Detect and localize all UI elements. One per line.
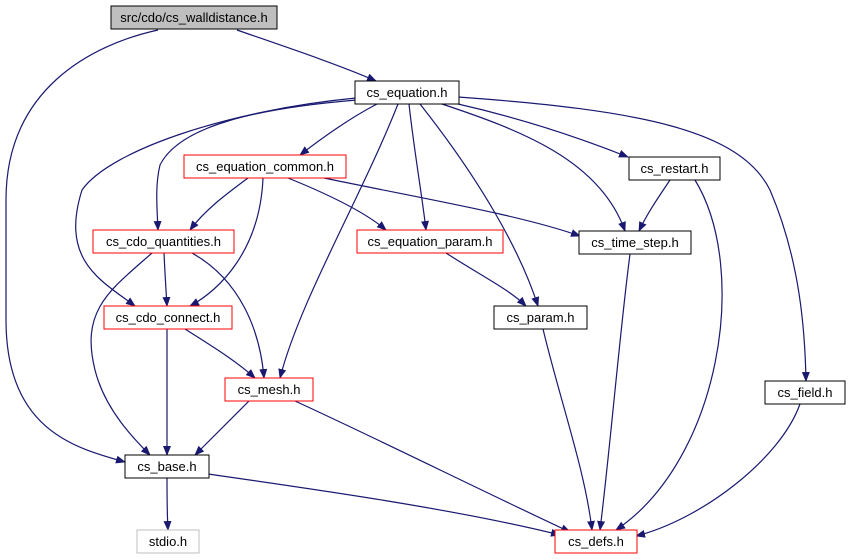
edge-eq_param-to-param (445, 252, 527, 307)
edge-equation-to-field (457, 96, 810, 382)
node-box (356, 229, 504, 254)
dependency-nodes: src/cdo/cs_walldistance.h cs_equation.hcs… (92, 5, 846, 554)
node-label: cs_equation_common.h (196, 159, 334, 174)
node-box (136, 529, 200, 554)
node-eq-param[interactable]: cs_equation_param.h (356, 229, 504, 254)
edge-root-to-base (5, 29, 159, 464)
node-eq-common[interactable]: cs_equation_common.h (183, 154, 347, 179)
node-box (493, 305, 588, 330)
node-label: cs_restart.h (641, 161, 709, 176)
node-base[interactable]: cs_base.h (124, 454, 210, 479)
node-restart[interactable]: cs_restart.h (628, 156, 721, 181)
node-box (103, 305, 233, 330)
node-box (354, 80, 460, 105)
node-label: cs_mesh.h (238, 382, 301, 397)
node-cdo-connect[interactable]: cs_cdo_connect.h (103, 305, 233, 330)
node-equation[interactable]: cs_equation.h (354, 80, 460, 105)
edge-field-to-defs (635, 403, 801, 538)
node-box (110, 5, 278, 30)
edge-restart-to-defs (615, 179, 723, 531)
edge-equation-to-cdo_quant (153, 99, 358, 231)
node-defs[interactable]: cs_defs.h (554, 529, 638, 554)
node-label: cs_time_step.h (591, 235, 678, 250)
node-box (628, 156, 721, 181)
edge-eq_common-to-time_step (323, 177, 581, 237)
node-label: stdio.h (149, 534, 187, 549)
node-box (124, 454, 210, 479)
node-box (183, 154, 347, 179)
edge-equation-to-eq_common (299, 103, 378, 156)
node-box (764, 380, 846, 405)
edge-base-to-defs (207, 473, 561, 537)
node-box (554, 529, 638, 554)
edge-cdo_quant-to-mesh (191, 252, 268, 379)
node-mesh[interactable]: cs_mesh.h (224, 377, 314, 402)
node-box (92, 229, 235, 254)
node-field[interactable]: cs_field.h (764, 380, 846, 405)
node-root: src/cdo/cs_walldistance.h (110, 5, 278, 30)
edge-param-to-defs (542, 328, 595, 531)
node-box (224, 377, 314, 402)
node-label: cs_defs.h (568, 534, 624, 549)
edge-mesh-to-defs (294, 400, 571, 533)
edge-equation-to-eq_param (408, 103, 429, 231)
edge-equation-to-cdo_connect (75, 97, 357, 307)
edge-mesh-to-base (194, 400, 250, 456)
edge-equation-to-param (419, 103, 540, 307)
node-label: cs_param.h (507, 310, 575, 325)
edge-cdo_connect-to-mesh (184, 328, 256, 379)
edge-time_step-to-defs (597, 253, 631, 531)
node-label: cs_base.h (137, 459, 196, 474)
edge-cdo_quant-to-cdo_connect (162, 252, 171, 307)
edge-equation-to-restart (457, 103, 629, 158)
node-label: cs_cdo_connect.h (116, 310, 221, 325)
node-box (578, 230, 692, 255)
node-cdo-quant[interactable]: cs_cdo_quantities.h (92, 229, 235, 254)
edge-base-to-stdio (163, 477, 172, 531)
edge-eq_common-to-cdo_connect (189, 177, 264, 307)
edge-eq_common-to-cdo_quant (189, 177, 249, 231)
edge-equation-to-mesh (278, 103, 399, 379)
node-label: src/cdo/cs_walldistance.h (120, 10, 267, 25)
dependency-edges (5, 29, 810, 538)
edge-eq_common-to-eq_param (287, 177, 387, 231)
node-time-step[interactable]: cs_time_step.h (578, 230, 692, 255)
edge-restart-to-time_step (638, 179, 671, 232)
edge-root-to-equation (236, 29, 377, 82)
edge-equation-to-time_step (441, 103, 626, 232)
node-stdio[interactable]: stdio.h (136, 529, 200, 554)
node-param[interactable]: cs_param.h (493, 305, 588, 330)
edge-cdo_quant-to-base (90, 252, 153, 456)
node-label: cs_cdo_quantities.h (106, 234, 221, 249)
node-label: cs_field.h (778, 385, 833, 400)
node-label: cs_equation_param.h (367, 234, 492, 249)
node-label: cs_equation.h (367, 85, 448, 100)
